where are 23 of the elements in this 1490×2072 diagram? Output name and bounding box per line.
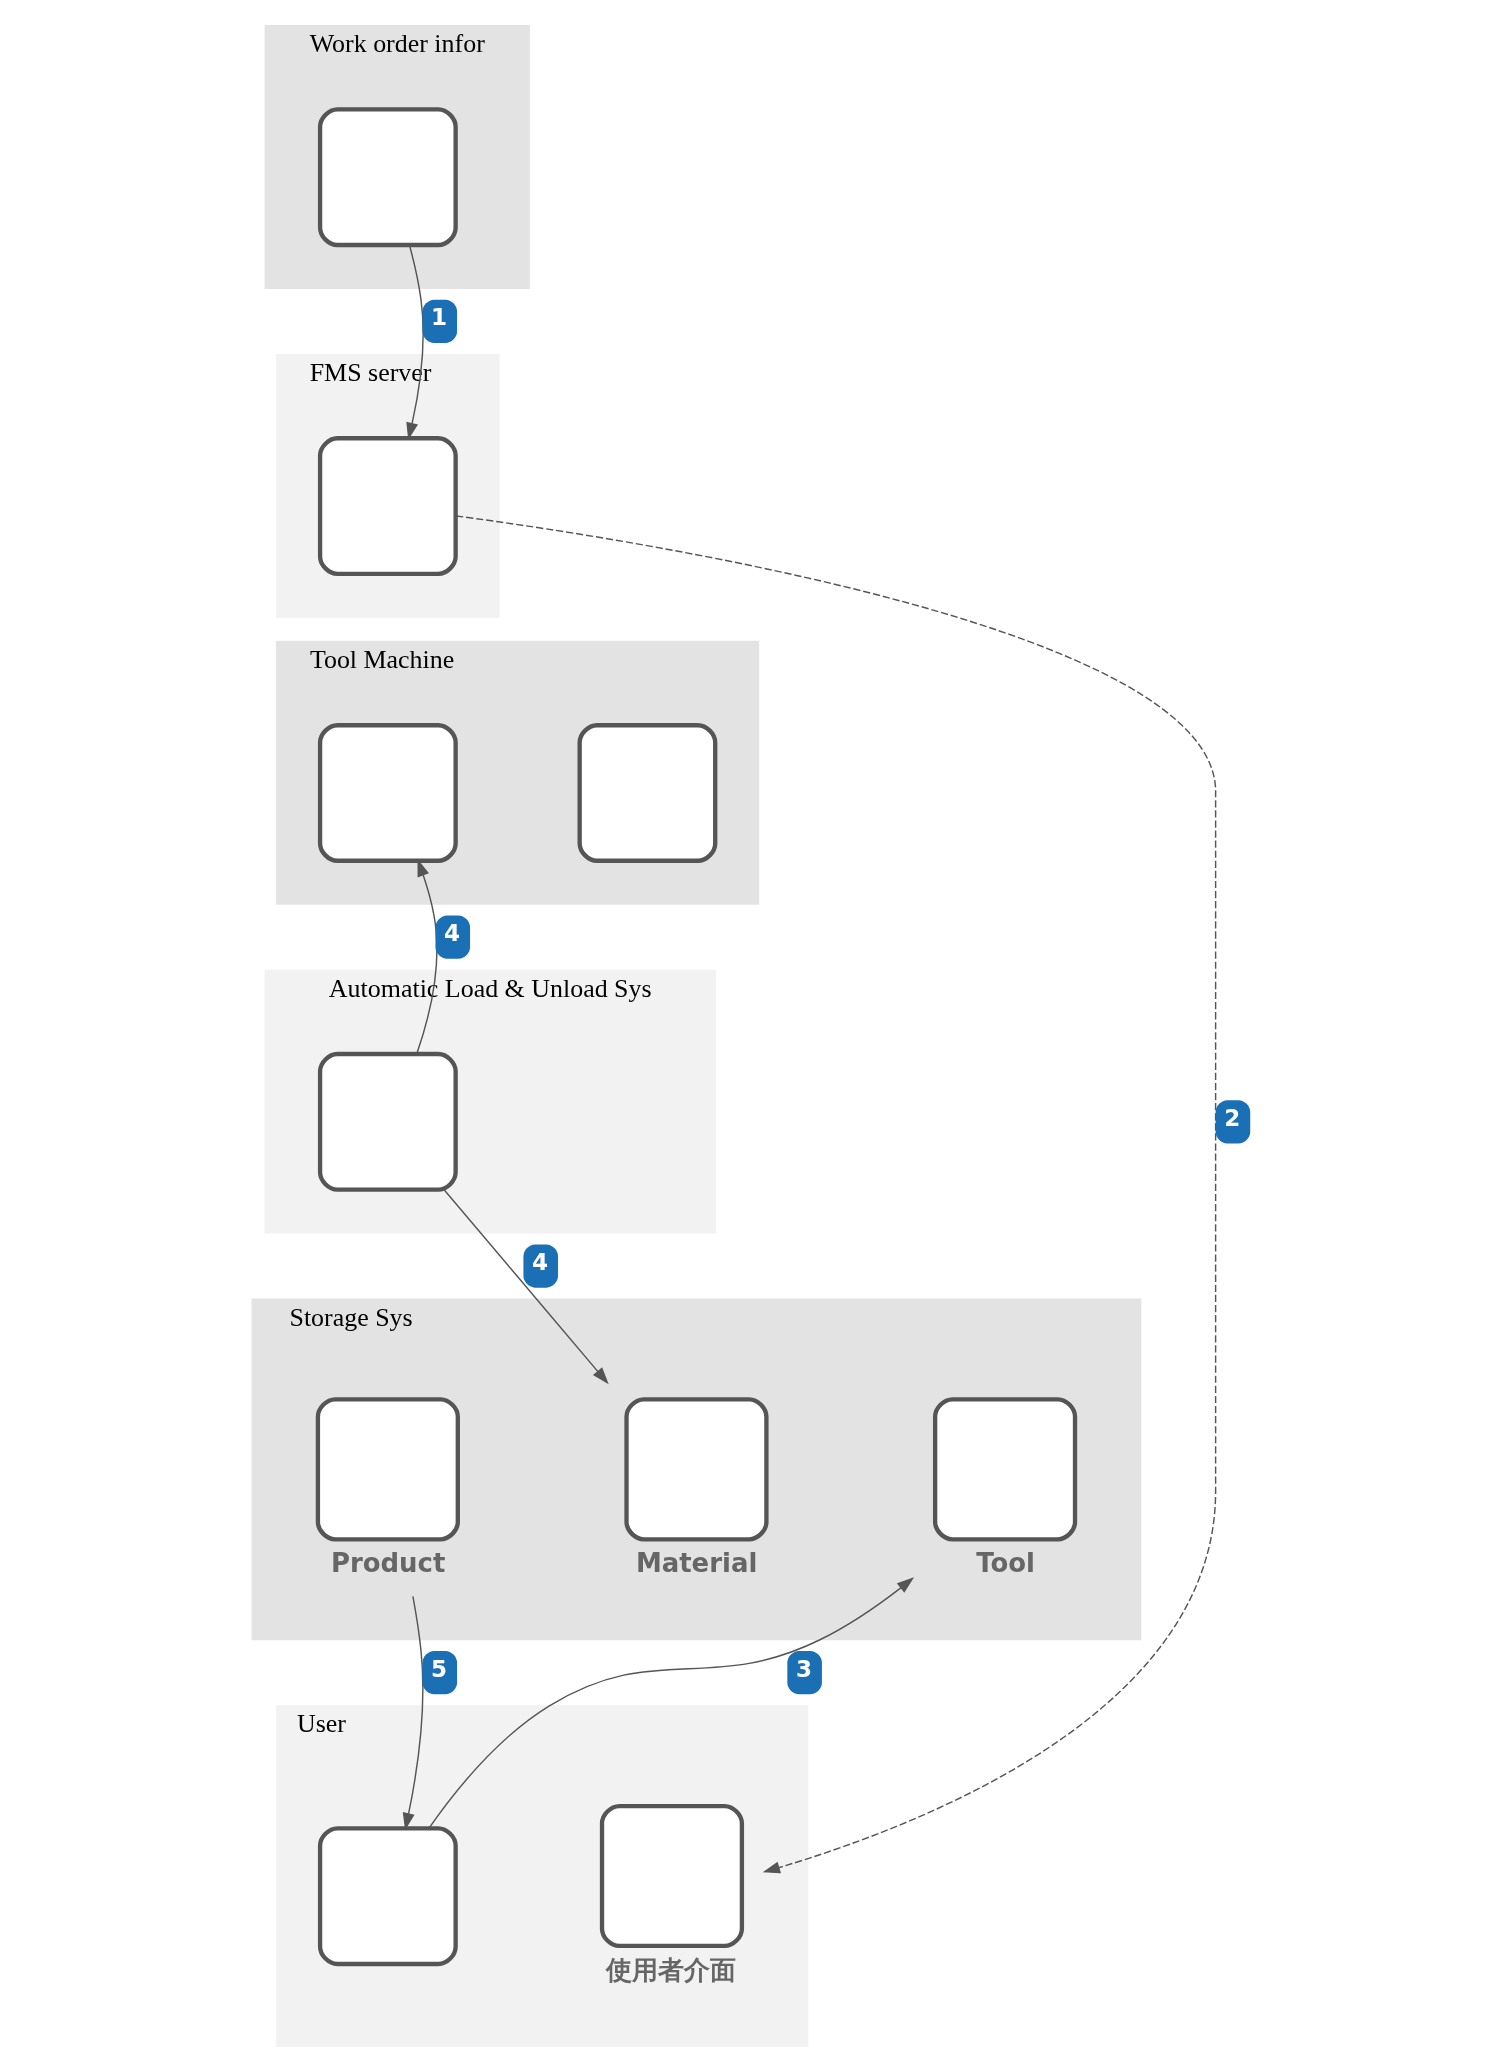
arrow: [427, 1577, 914, 1829]
node-label: Tool: [975, 1548, 1035, 1579]
cluster: Work order infor: [264, 25, 530, 289]
edge-label: 3: [795, 1655, 812, 1682]
edge-label: 5: [430, 1655, 447, 1682]
arrow: [455, 515, 1216, 1874]
edge-label: 2: [1223, 1104, 1240, 1131]
edge-label: 1: [430, 304, 447, 331]
edge-label: 4: [443, 920, 460, 947]
cluster: Tool Machine: [275, 640, 759, 905]
node-label: 使用者介面: [605, 1954, 736, 1985]
node-box: [317, 436, 458, 576]
edge-label: 4: [531, 1249, 548, 1276]
node-box: [317, 723, 458, 863]
cluster: FMS server: [275, 353, 500, 618]
node-box: [317, 1826, 458, 1967]
node-box: [317, 1051, 458, 1192]
cluster: Automatic Load & Unload Sys: [264, 969, 716, 1234]
node-box: [317, 107, 458, 248]
arrow: [442, 1189, 609, 1385]
node-box: [577, 723, 717, 863]
node-label: Material: [635, 1548, 757, 1579]
node-label: Product: [330, 1548, 445, 1579]
